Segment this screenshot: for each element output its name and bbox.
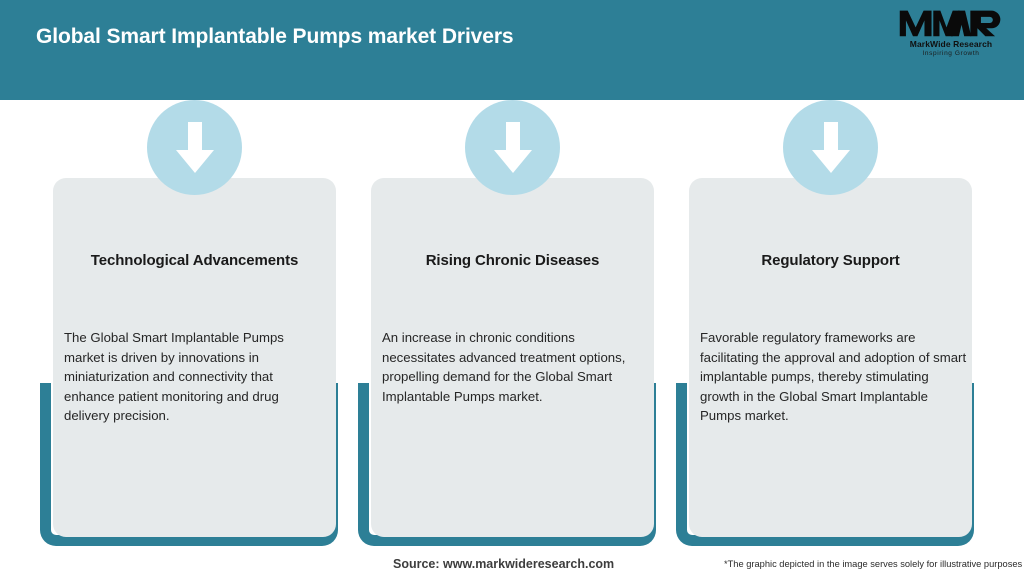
driver-card-3[interactable]: Regulatory Support Favorable regulatory … xyxy=(676,100,983,546)
card-body-text: Favorable regulatory frameworks are faci… xyxy=(700,330,967,423)
driver-card-2[interactable]: Rising Chronic Diseases An increase in c… xyxy=(358,100,665,546)
markwide-research-logo: MarkWide Research Inspiring Growth xyxy=(896,8,1006,62)
card-body-text: An increase in chronic conditions necess… xyxy=(382,330,626,404)
page-title: Global Smart Implantable Pumps market Dr… xyxy=(36,25,514,48)
drivers-card-group: Technological Advancements The Global Sm… xyxy=(0,100,1024,546)
card-body-text: The Global Smart Implantable Pumps marke… xyxy=(64,330,284,423)
card-panel xyxy=(53,178,336,537)
footer-source: Source: www.markwideresearch.com xyxy=(393,557,615,571)
down-arrow-icon xyxy=(783,100,878,195)
logo-company-name: MarkWide Research xyxy=(909,39,993,49)
card-panel xyxy=(689,178,972,537)
driver-card-1[interactable]: Technological Advancements The Global Sm… xyxy=(40,100,347,546)
logo-tagline: Inspiring Growth xyxy=(922,50,980,57)
down-arrow-icon xyxy=(147,100,242,195)
header-banner: Global Smart Implantable Pumps market Dr… xyxy=(0,0,1024,100)
mwr-logo-icon xyxy=(899,10,1001,37)
card-title: Technological Advancements xyxy=(90,252,299,269)
card-panel xyxy=(371,178,654,537)
down-arrow-icon xyxy=(465,100,560,195)
card-title: Rising Chronic Diseases xyxy=(425,252,600,269)
footer-disclaimer: *The graphic depicted in the image serve… xyxy=(724,559,1023,569)
card-title: Regulatory Support xyxy=(761,252,900,269)
